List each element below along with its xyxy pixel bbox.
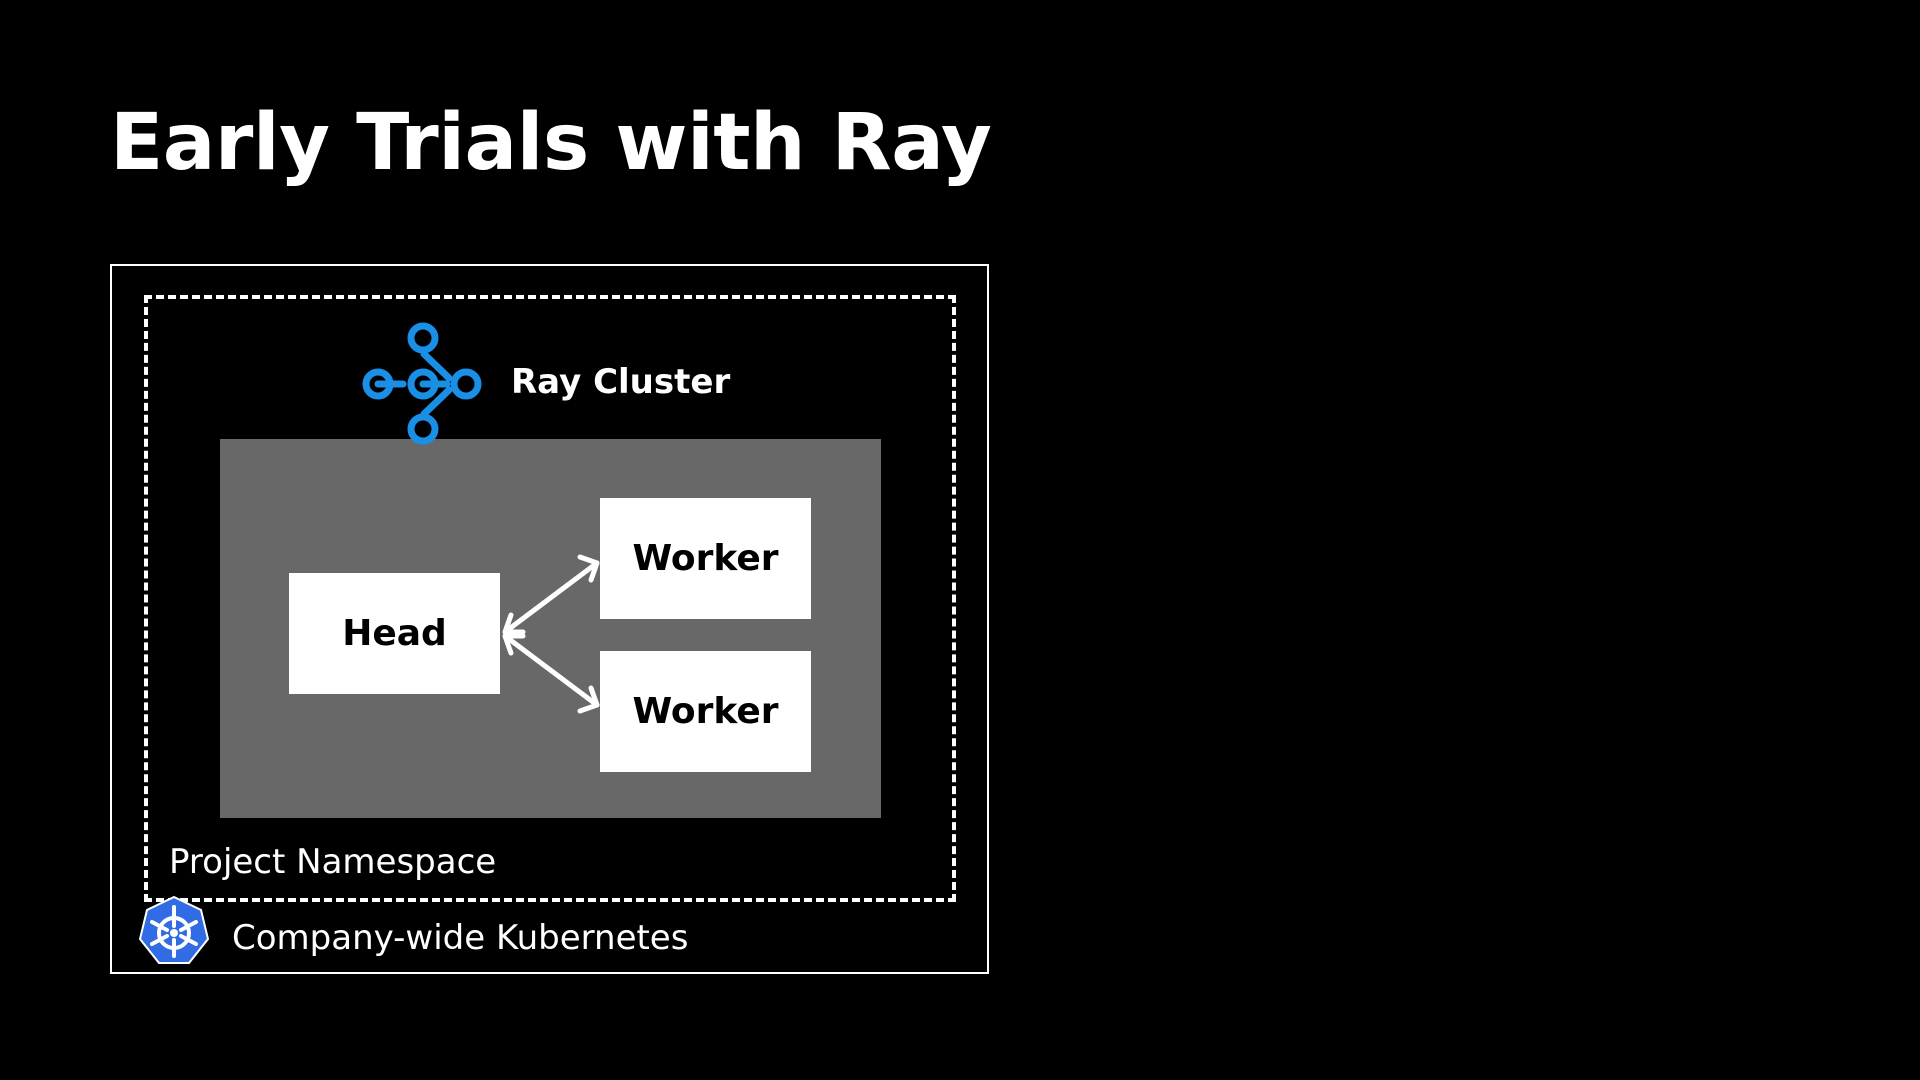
- kubernetes-logo-icon: [138, 895, 210, 964]
- ray-logo-icon: [362, 322, 482, 445]
- worker-node: Worker: [600, 498, 811, 619]
- slide-title: Early Trials with Ray: [110, 98, 992, 188]
- head-node-label: Head: [342, 613, 447, 654]
- kubernetes-frame: [110, 264, 989, 974]
- head-worker-arrow: [502, 554, 600, 635]
- worker-node-label: Worker: [632, 691, 779, 732]
- ray-cluster-label: Ray Cluster: [511, 362, 731, 402]
- worker-node-label: Worker: [632, 538, 779, 579]
- kubernetes-label: Company-wide Kubernetes: [232, 918, 689, 958]
- namespace-frame: [144, 295, 956, 902]
- head-node: Head: [289, 573, 500, 694]
- namespace-label: Project Namespace: [169, 842, 497, 882]
- head-worker-arrow: [502, 633, 600, 714]
- worker-node: Worker: [600, 651, 811, 772]
